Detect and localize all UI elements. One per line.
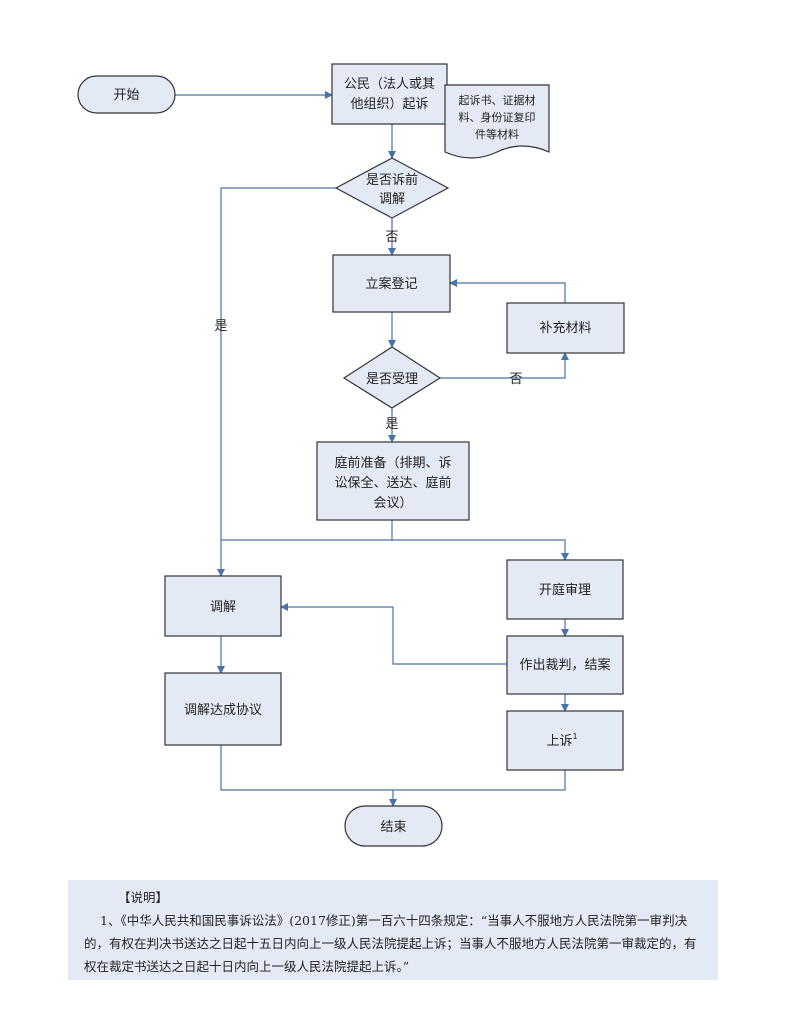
node-register-label: 立案登记 (365, 277, 417, 292)
node-pre-mediation-line2: 调解 (379, 192, 405, 207)
node-appeal-text: 上诉 (546, 734, 572, 749)
edge-prep-to-trial (391, 520, 569, 561)
node-trial: 开庭审理 (506, 559, 624, 620)
node-start-label: 开始 (113, 88, 139, 103)
edge-supplement-to-register (449, 279, 566, 303)
node-pre-mediation-line1: 是否诉前 (366, 172, 418, 188)
node-pretrial-prep: 庭前准备（排期、诉 讼保全、送达、庭前 会议） (316, 441, 470, 521)
node-supplement: 补充材料 (506, 302, 625, 354)
note-body: 1、《中华人民共和国民事诉讼法》(2017修正)第一百六十四条规定：“当事人不服… (84, 913, 697, 974)
node-end: 结束 (344, 805, 443, 847)
node-accepted-label: 是否受理 (366, 372, 418, 387)
note-panel: 【说明】 1、《中华人民共和国民事诉讼法》(2017修正)第一百六十四条规定：“… (68, 880, 718, 980)
node-mediation-agreement: 调解达成协议 (164, 672, 282, 746)
flowchart: 开始 公民（法人或其 他组织）起诉 起诉书、证据材 料、身份证复印 件等材料 是… (77, 63, 625, 847)
connectors (175, 91, 569, 807)
node-appeal: 上诉1 (506, 710, 624, 771)
node-file-lawsuit-line2: 他组织）起诉 (350, 97, 428, 112)
edge-agreement-to-end (220, 745, 397, 807)
node-file-lawsuit-line1: 公民（法人或其 (344, 77, 435, 92)
node-appeal-label: 上诉1 (546, 732, 577, 749)
node-documents-line2: 料、身份证复印 (459, 110, 536, 124)
edge-accepted-no-to-supplement (440, 352, 569, 379)
node-start: 开始 (77, 75, 176, 114)
node-pre-mediation-decision: 是否诉前 调解 (334, 157, 450, 219)
node-file-lawsuit: 公民（法人或其 他组织）起诉 (331, 63, 448, 125)
node-mediation: 调解 (164, 575, 282, 637)
node-end-label: 结束 (380, 820, 406, 835)
node-pretrial-prep-line3: 会议） (373, 496, 412, 511)
node-trial-label: 开庭审理 (539, 582, 591, 598)
node-mediation-agreement-label: 调解达成协议 (184, 703, 262, 718)
node-accepted-decision: 是否受理 (342, 346, 442, 409)
node-documents-line1: 起诉书、证据材 (459, 93, 536, 107)
node-judgment-label: 作出裁判，结案 (519, 657, 610, 673)
node-supplement-label: 补充材料 (539, 320, 591, 336)
note-title: 【说明】 (118, 890, 169, 905)
edge-appeal-to-end (393, 770, 566, 791)
edge-label-yes-2: 是 (385, 417, 398, 432)
edge-label-yes-1: 是 (214, 319, 227, 334)
node-documents: 起诉书、证据材 料、身份证复印 件等材料 (444, 84, 550, 159)
node-pretrial-prep-line2: 讼保全、送达、庭前 (334, 475, 451, 491)
node-judgment: 作出裁判，结案 (506, 635, 624, 695)
node-documents-line3: 件等材料 (475, 127, 519, 141)
node-appeal-note-ref: 1 (572, 732, 577, 741)
edge-pre-mediation-yes-to-mediation (217, 187, 336, 577)
edge-label-no-1: 否 (385, 230, 398, 245)
node-pretrial-prep-line1: 庭前准备（排期、诉 (334, 455, 451, 471)
node-register: 立案登记 (332, 254, 451, 313)
edge-label-no-2: 否 (509, 372, 522, 387)
node-mediation-label: 调解 (210, 600, 236, 615)
edge-judgment-to-mediation (280, 603, 507, 665)
